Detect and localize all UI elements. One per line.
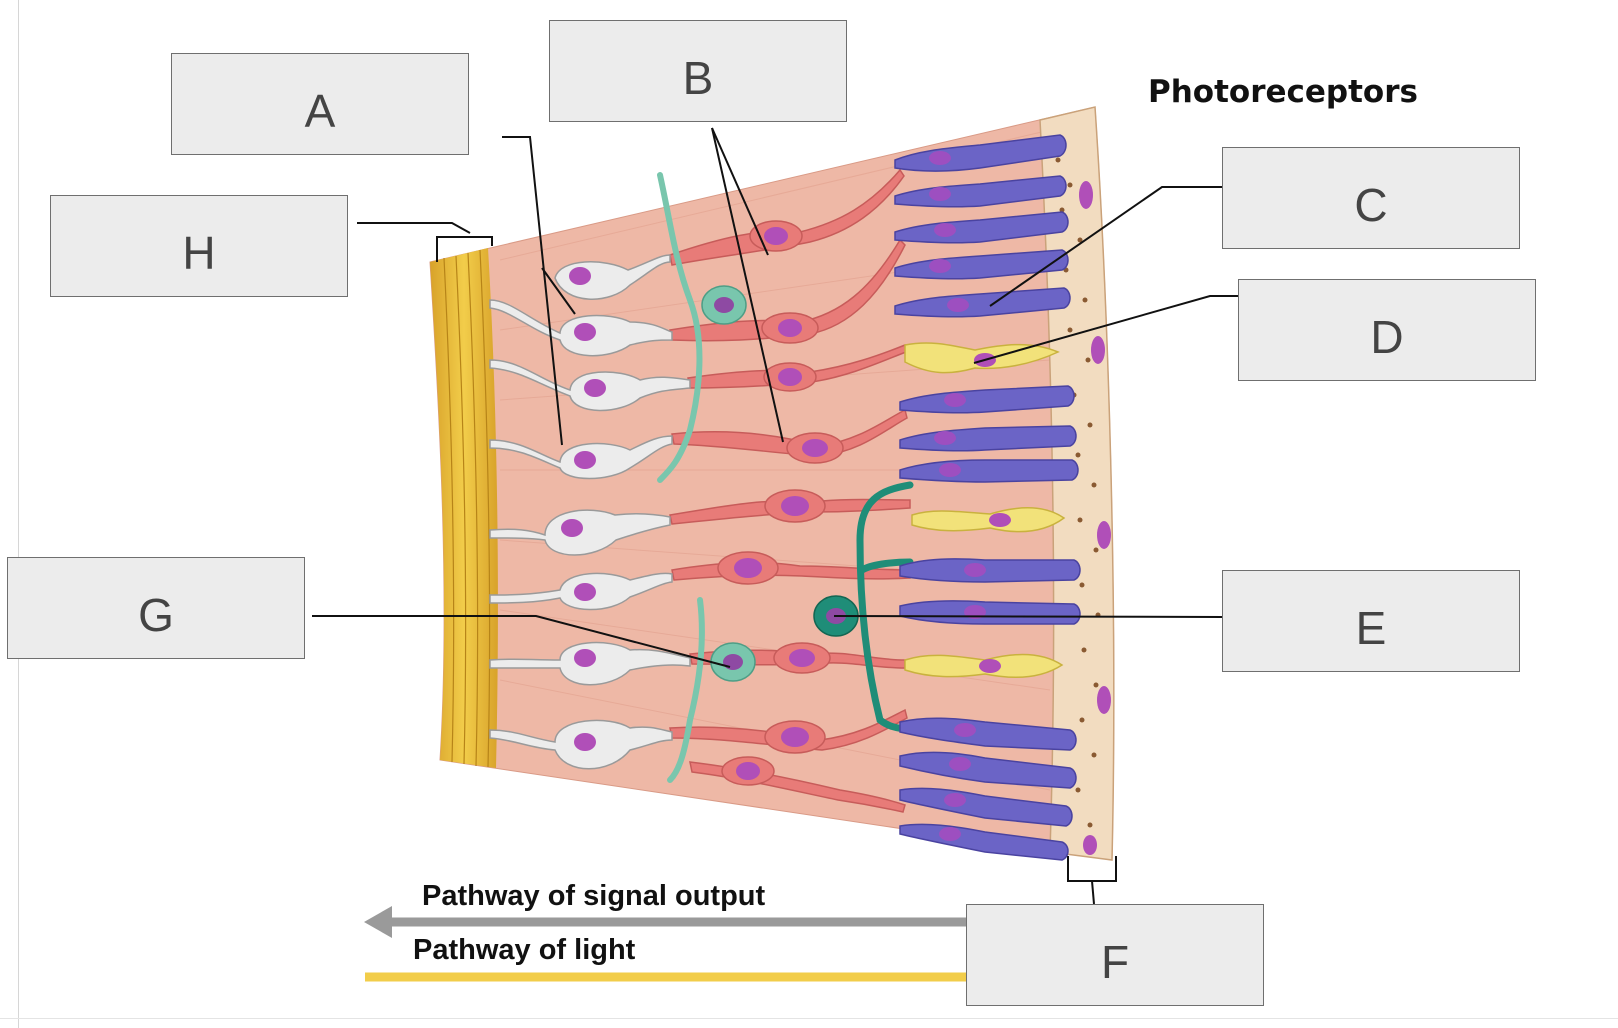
amacrine-cells bbox=[657, 172, 705, 783]
label-box-d[interactable]: D bbox=[1238, 279, 1536, 381]
bipolar-nuclei bbox=[734, 227, 828, 780]
label-box-f[interactable]: F bbox=[966, 904, 1264, 1006]
horizontal-cells bbox=[856, 481, 914, 734]
label-box-h[interactable]: H bbox=[50, 195, 348, 297]
light-pathway-label: Pathway of light bbox=[413, 934, 636, 966]
signal-pathway-arrow bbox=[364, 906, 970, 938]
bottom-rule bbox=[0, 1018, 1618, 1019]
label-box-c[interactable]: C bbox=[1222, 147, 1520, 249]
label-box-e[interactable]: E bbox=[1222, 570, 1520, 672]
label-box-b[interactable]: B bbox=[549, 20, 847, 122]
nerve-fiber-layer bbox=[430, 248, 498, 768]
leader-lines bbox=[312, 127, 1238, 905]
rod-nuclei bbox=[929, 151, 986, 841]
page-edge-rule bbox=[18, 0, 19, 1028]
photoreceptors-heading: Photoreceptors bbox=[1148, 74, 1418, 110]
ganglion-nuclei bbox=[561, 267, 606, 751]
label-box-g[interactable]: G bbox=[7, 557, 305, 659]
signal-pathway-label: Pathway of signal output bbox=[422, 880, 766, 912]
label-box-a[interactable]: A bbox=[171, 53, 469, 155]
